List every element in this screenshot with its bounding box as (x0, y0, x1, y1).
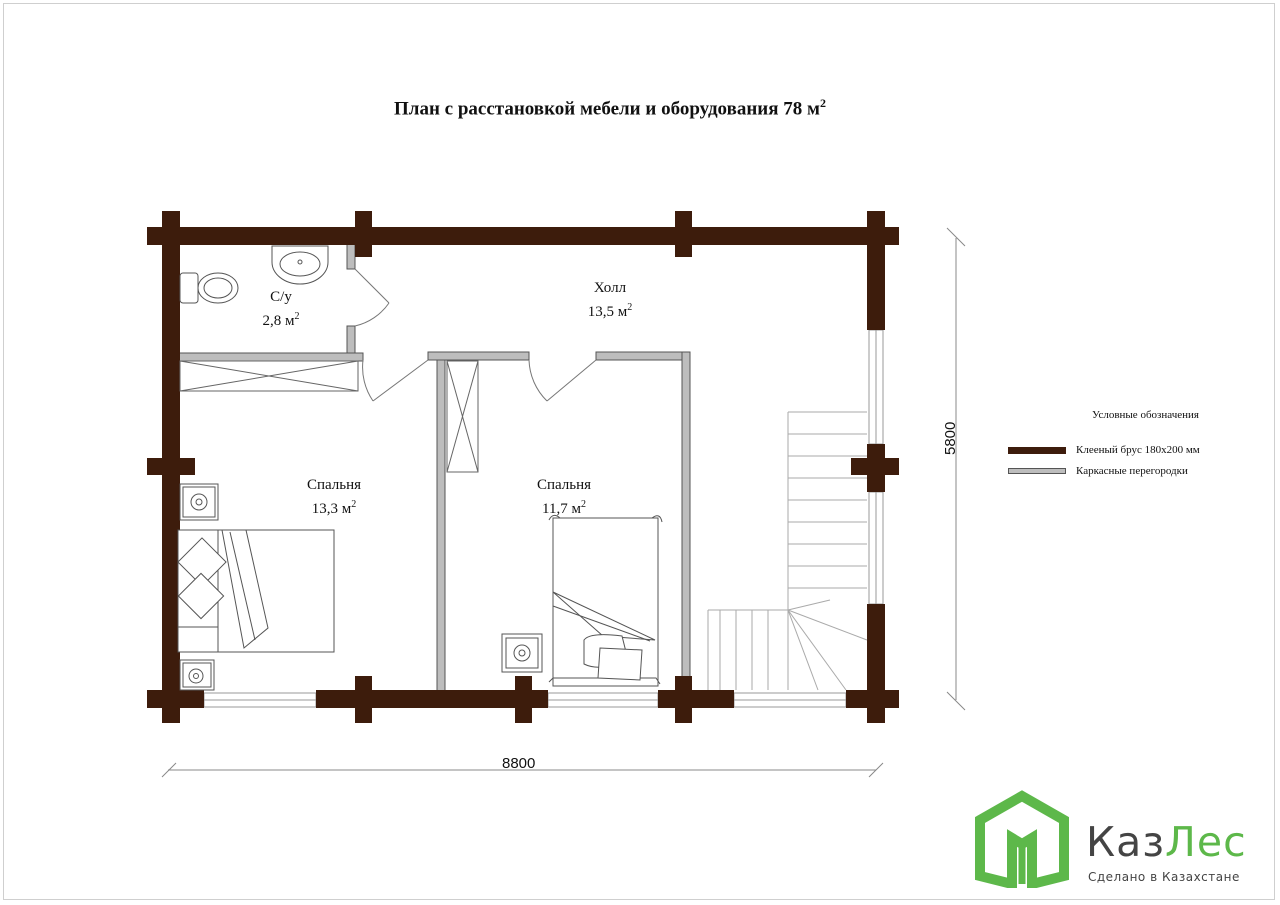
room-label-hall: Холл 13,5 м2 (575, 279, 645, 322)
wall-north (147, 227, 899, 245)
room-area-bedroom-2: 11,7 м (542, 501, 581, 517)
timber-walls (147, 211, 899, 723)
nightstand-bottom (179, 659, 215, 691)
double-bed (177, 529, 335, 653)
post-north-1 (355, 211, 372, 257)
post-south-1 (355, 676, 372, 723)
wardrobe-bedroom-1 (179, 360, 359, 392)
toilet (179, 272, 239, 304)
staircase (707, 411, 868, 691)
room-name-hall: Холл (593, 280, 627, 296)
nightstand-bedroom-2 (501, 633, 543, 673)
legend-label-timber: Клееный брус 180х200 мм (1076, 444, 1200, 456)
room-area-unit-hall: 2 (627, 302, 633, 313)
door-bedroom-2 (528, 359, 597, 402)
logo-name: КазЛес (1086, 818, 1247, 866)
room-area-unit-bedroom-2: 2 (580, 499, 586, 510)
room-name-bedroom-1: Спальня (306, 477, 362, 493)
door-bathroom (354, 268, 390, 327)
washbasin (271, 245, 329, 285)
dimension-width: 8800 (502, 755, 536, 772)
single-bed (548, 514, 663, 687)
plan-title: План с расстановкой мебели и оборудовани… (0, 96, 1220, 120)
post-north-2 (675, 211, 692, 257)
legend-item-partition: Каркасные перегородки (1008, 464, 1188, 478)
partition-bath-lower (346, 325, 356, 354)
room-area-bedroom-1: 13,3 м (311, 501, 352, 517)
room-area-unit-bedroom-1: 2 (351, 499, 357, 510)
wall-east-1 (867, 211, 885, 330)
partition-bedroom2-east (681, 351, 691, 683)
legend-label-partition: Каркасные перегородки (1076, 465, 1188, 477)
post-east (851, 458, 899, 475)
partition-bath-south (177, 352, 364, 362)
door-bedroom-1 (362, 359, 429, 402)
partition-bedroom-divider (436, 359, 446, 693)
legend-swatch-partition (1008, 468, 1066, 474)
legend-swatch-timber (1008, 446, 1066, 454)
plan-title-unit-power: 2 (819, 96, 826, 110)
nightstand-top (179, 483, 219, 521)
wall-south-3 (658, 690, 734, 708)
wall-south-2 (316, 690, 548, 708)
partition-hall-left (427, 351, 530, 361)
post-south-2 (515, 676, 532, 723)
legend-title: Условные обозначения (1092, 409, 1199, 421)
logo-name-part1: Каз (1086, 818, 1166, 866)
room-area-unit-bathroom: 2 (294, 311, 300, 322)
drawing-frame (3, 3, 1275, 900)
dimension-lines (161, 227, 966, 778)
room-label-bedroom-2: Спальня 11,7 м2 (522, 476, 606, 519)
room-name-bedroom-2: Спальня (536, 477, 592, 493)
room-area-bathroom: 2,8 м (262, 313, 295, 329)
wall-east-3 (867, 604, 885, 723)
logo-tagline: Сделано в Казахстане (1088, 870, 1240, 884)
room-label-bedroom-1: Спальня 13,3 м2 (292, 476, 376, 519)
post-south-3 (675, 676, 692, 723)
post-west (147, 458, 195, 475)
house-tree-logo-icon (975, 790, 1069, 888)
plan-title-text: План с расстановкой мебели и оборудовани… (394, 98, 820, 120)
kazles-logo: КазЛес Сделано в Казахстане (970, 790, 1270, 890)
room-name-bathroom: С/у (270, 289, 292, 305)
logo-name-part2: Лес (1165, 818, 1247, 866)
room-area-hall: 13,5 м (587, 304, 628, 320)
doors (354, 268, 597, 402)
room-label-bathroom: С/у 2,8 м2 (258, 288, 304, 331)
partition-bath-upper (346, 242, 356, 270)
partition-hall-right (595, 351, 691, 361)
wardrobe-bedroom-2 (446, 360, 479, 473)
dimension-depth: 5800 (942, 421, 959, 455)
legend-item-timber: Клееный брус 180х200 мм (1008, 443, 1200, 457)
